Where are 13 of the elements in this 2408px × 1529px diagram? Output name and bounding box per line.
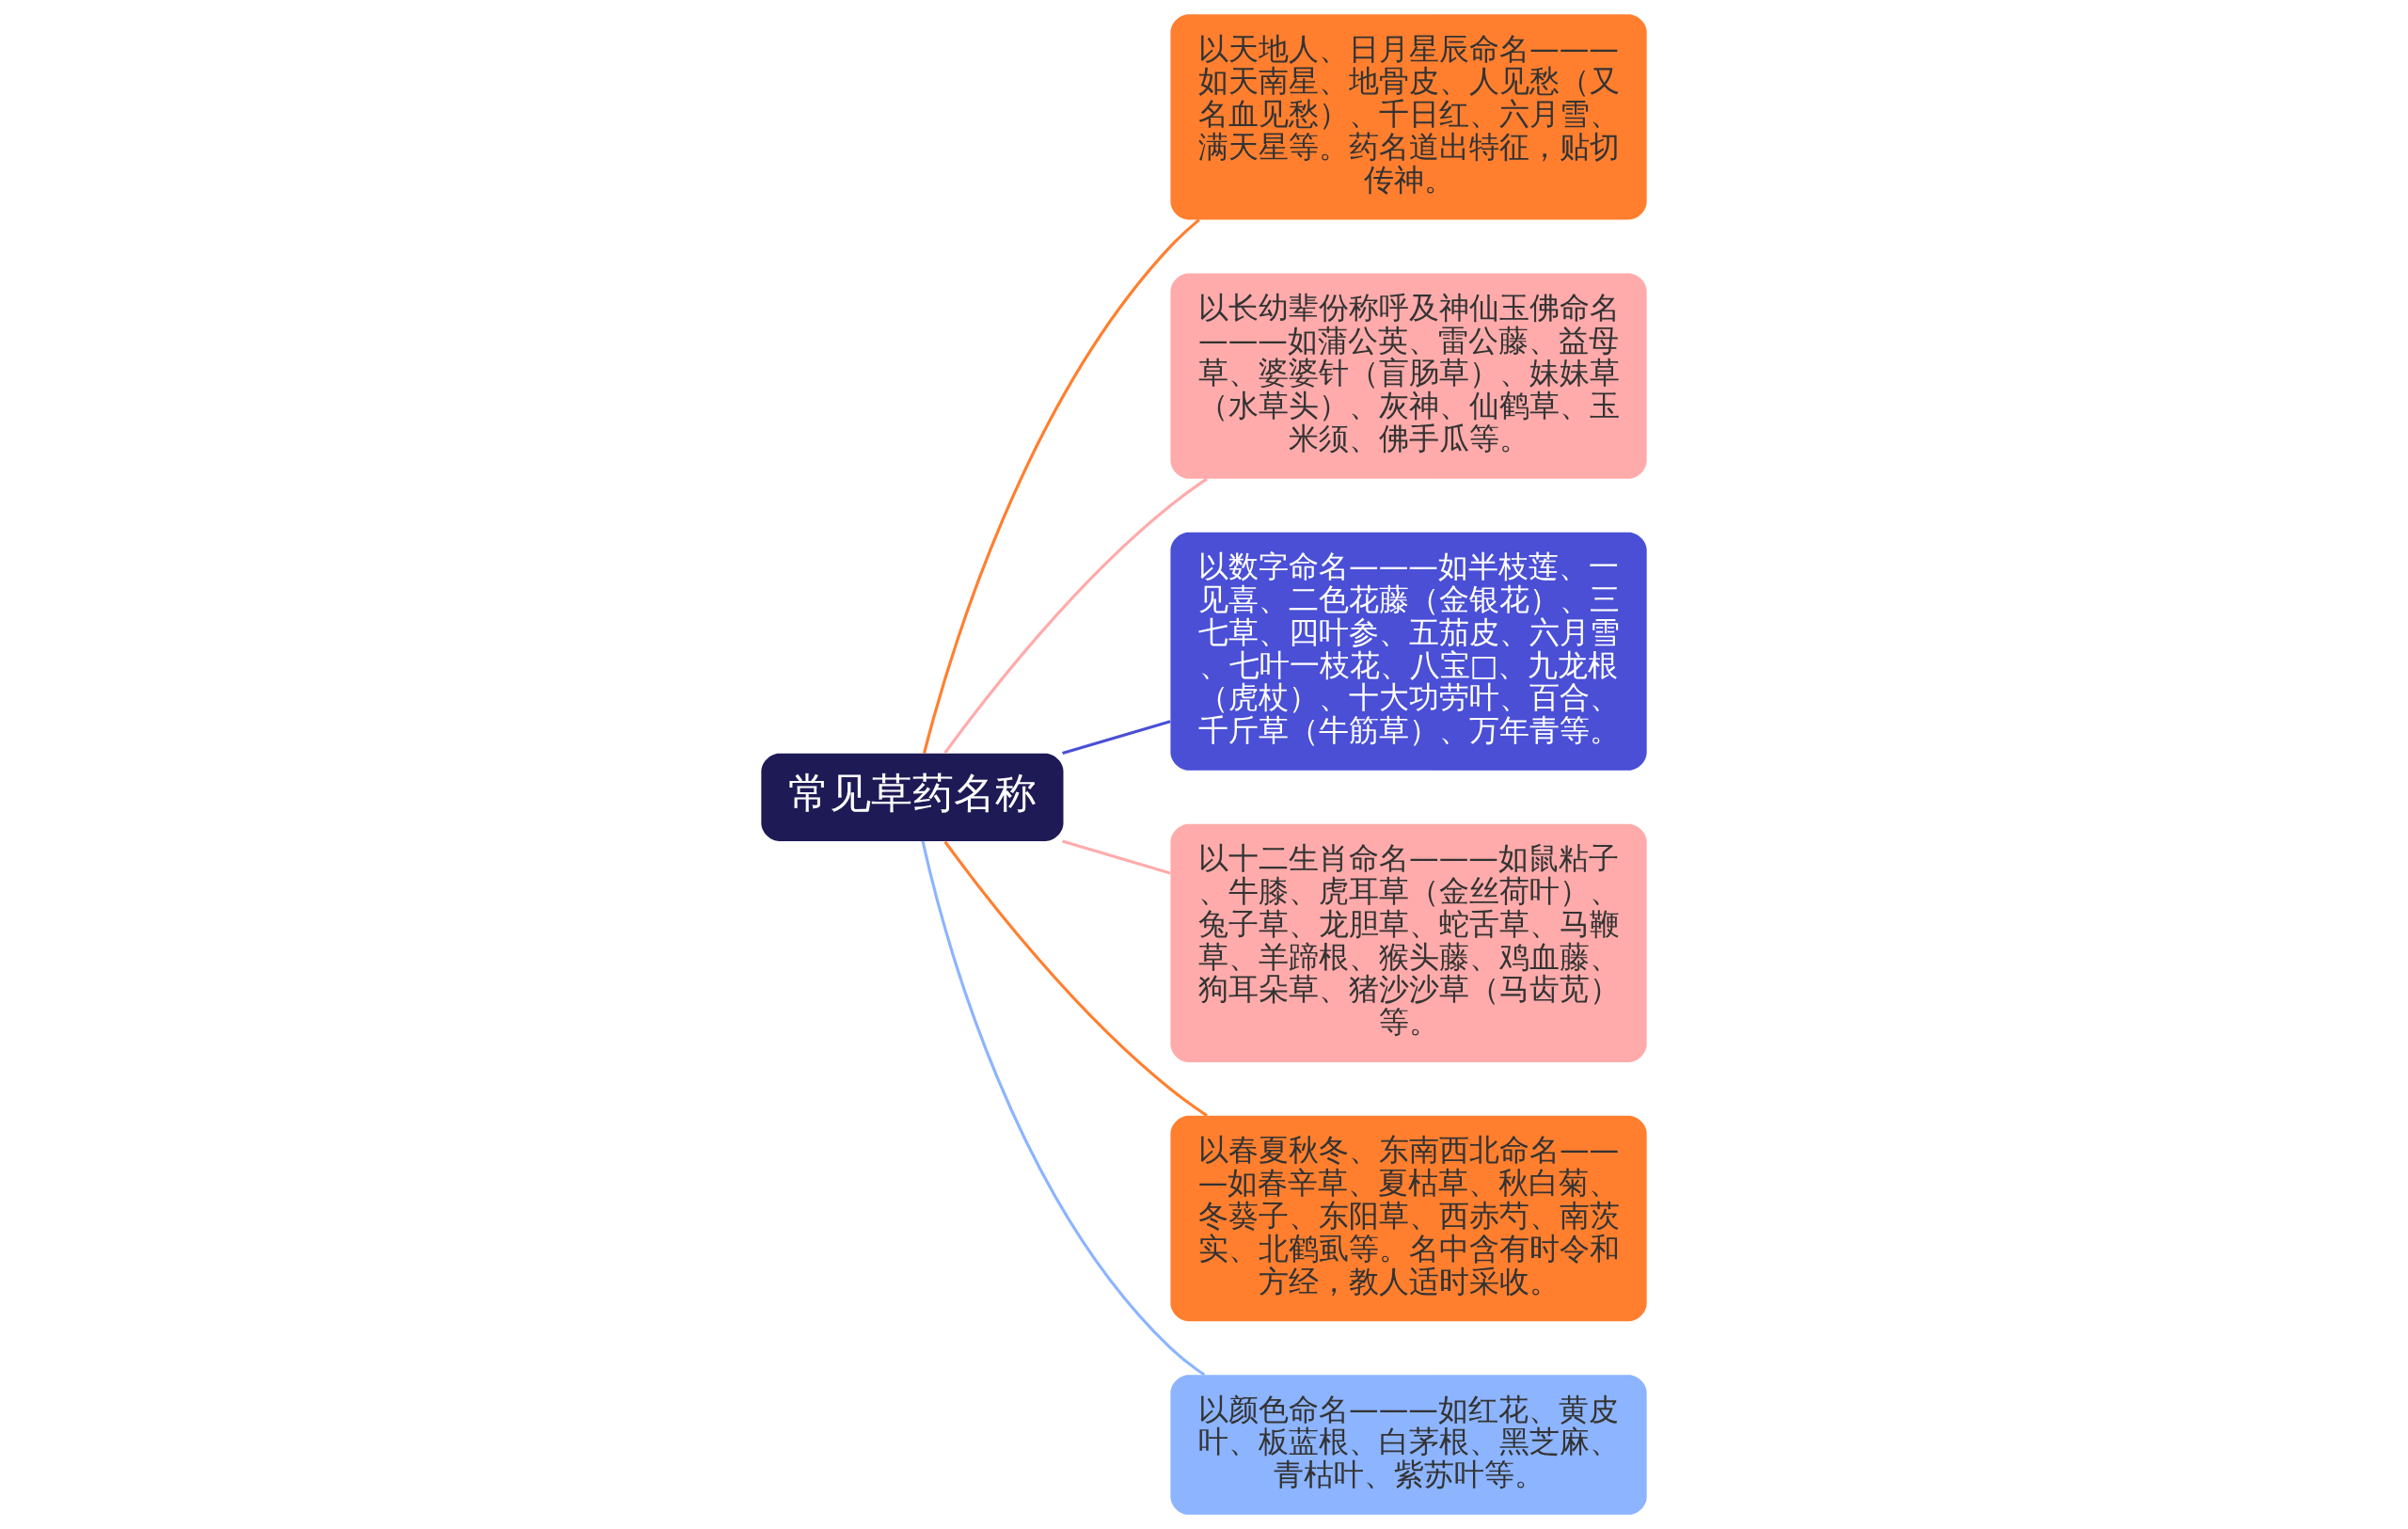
connector xyxy=(921,840,1206,1377)
node-box: 以春夏秋冬、东南西北命名———如春辛草、夏枯草、秋白菊、冬葵子、东阳草、西赤芍、南茨实、北鹤虱等。名中含有时令和方经，教人适时采收。 xyxy=(1170,1115,1647,1322)
connector xyxy=(943,477,1208,755)
node-box: 以颜色命名———如红花、黄皮叶、板蓝根、白茅根、黑芝麻、青枯叶、紫苏叶等。 xyxy=(1170,1375,1647,1515)
node-box: 常见草药名称 xyxy=(761,753,1064,841)
connector xyxy=(943,840,1209,1118)
node-box: 以十二生肖命名———如鼠粘子、牛膝、虎耳草（金丝荷叶）、兔子草、龙胆草、蛇舌草、马鞭草、羊蹄根、猴头藤、鸡血藤、狗耳朵草、猪沙沙草（马齿苋）等。 xyxy=(1170,823,1647,1062)
node-box: 以长幼辈份称呼及神仙玉佛命名———如蒲公英、雷公藤、益母草、婆婆针（盲肠草）、妹妹草（水草头）、灰神、仙鹤草、玉米须、佛手瓜等。 xyxy=(1170,273,1647,479)
connector xyxy=(923,218,1200,755)
node-box: 以天地人、日月星辰命名———如天南星、地骨皮、人见愁（又名血见愁）、千日红、六月雪、满天星等。药名道出特征，贴切传神。 xyxy=(1170,14,1647,220)
node-box: 以数字命名———如半枝莲、一见喜、二色花藤（金银花）、三七草、四叶参、五茄皮、六月雪、七叶一枝花、八宝□、九龙根（虎杖）、十大功劳叶、百合、千斤草（牛筋草）、万年青等。 xyxy=(1170,532,1647,771)
connector xyxy=(1062,720,1171,756)
connector xyxy=(1062,839,1171,875)
